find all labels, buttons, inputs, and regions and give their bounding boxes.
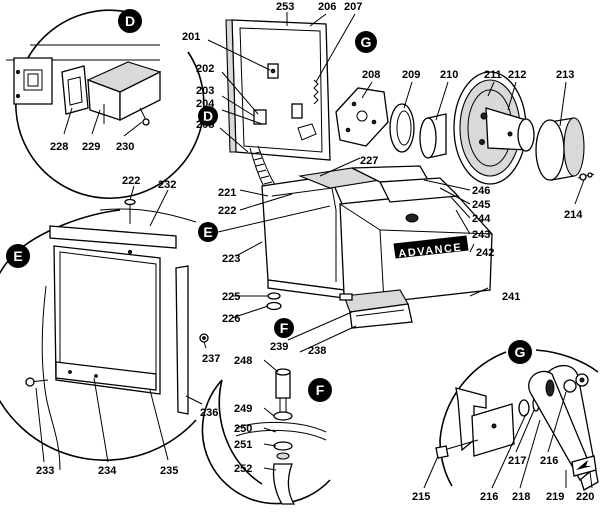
screw-214: [577, 172, 595, 181]
label-249: 249: [234, 403, 252, 415]
label-242: 242: [476, 247, 494, 259]
badge-e-main: E: [198, 205, 331, 242]
label-217: 217: [508, 455, 526, 467]
label-252: 252: [234, 463, 252, 475]
badge-e-main-label: E: [203, 224, 212, 240]
label-221: 221: [218, 187, 236, 199]
badge-d-main-label: D: [203, 108, 213, 124]
badge-f-main-label: F: [280, 320, 289, 336]
detail-d-circle: [6, 9, 205, 200]
label-222-detail: 222: [122, 175, 140, 187]
badge-g-top: G: [355, 31, 377, 53]
leader-lines-main: [207, 12, 585, 353]
label-203: 203: [196, 85, 214, 97]
badge-g-detail-label: G: [515, 344, 526, 360]
badge-f-main: F: [274, 318, 294, 338]
fan-housing: [453, 71, 535, 185]
detail-e-circle: [0, 185, 209, 471]
label-225: 225: [222, 291, 240, 303]
end-cap: [535, 117, 585, 181]
label-202: 202: [196, 63, 214, 75]
label-234: 234: [98, 465, 117, 477]
label-232: 232: [158, 179, 176, 191]
badge-d-label: D: [125, 13, 135, 29]
label-235: 235: [160, 465, 178, 477]
label-219: 219: [546, 491, 564, 503]
label-204: 204: [196, 98, 215, 110]
label-238: 238: [308, 345, 326, 357]
label-216-right: 216: [540, 455, 558, 467]
gasket-ring: [389, 103, 415, 153]
label-244: 244: [472, 213, 491, 225]
badge-d-top: D: [118, 9, 142, 33]
label-222-main: 222: [218, 205, 236, 217]
detail-g-circle: [423, 349, 599, 491]
label-237: 237: [202, 353, 220, 365]
badge-f-detail-label: F: [316, 382, 325, 398]
label-213: 213: [556, 69, 574, 81]
label-233: 233: [36, 465, 54, 477]
lid-assembly: [225, 19, 331, 161]
label-212: 212: [508, 69, 526, 81]
label-227: 227: [360, 155, 378, 167]
badge-e-detail-label: E: [13, 248, 22, 264]
label-223: 223: [222, 253, 240, 265]
label-214: 214: [564, 209, 583, 221]
label-253: 253: [276, 1, 294, 13]
detail-f-circle: [201, 359, 331, 505]
label-246: 246: [472, 185, 490, 197]
label-209: 209: [402, 69, 420, 81]
label-210: 210: [440, 69, 458, 81]
label-201: 201: [182, 31, 200, 43]
badge-e-detail: E: [6, 244, 30, 268]
badge-g-detail: G: [508, 340, 532, 364]
label-241: 241: [502, 291, 520, 303]
label-220: 220: [576, 491, 594, 503]
motor-plate: [335, 87, 389, 147]
label-226: 226: [222, 313, 240, 325]
machine-body: ADVANCE: [261, 165, 493, 329]
label-229: 229: [82, 141, 100, 153]
label-243: 243: [472, 229, 490, 241]
label-211: 211: [484, 69, 502, 81]
label-230: 230: [116, 141, 134, 153]
label-208: 208: [362, 69, 380, 81]
label-216-left: 216: [480, 491, 498, 503]
badge-g-label: G: [361, 34, 372, 50]
label-245: 245: [472, 199, 490, 211]
label-228: 228: [50, 141, 68, 153]
badge-f-detail: F: [308, 378, 332, 402]
label-206: 206: [318, 1, 336, 13]
label-205: 205: [196, 119, 214, 131]
label-215: 215: [412, 491, 430, 503]
label-248: 248: [234, 355, 252, 367]
cylinder: [419, 113, 447, 159]
label-251: 251: [234, 439, 252, 451]
badge-d-main: D: [198, 106, 218, 126]
label-207: 207: [344, 1, 362, 13]
label-250: 250: [234, 423, 252, 435]
label-218: 218: [512, 491, 530, 503]
label-239: 239: [270, 341, 288, 353]
